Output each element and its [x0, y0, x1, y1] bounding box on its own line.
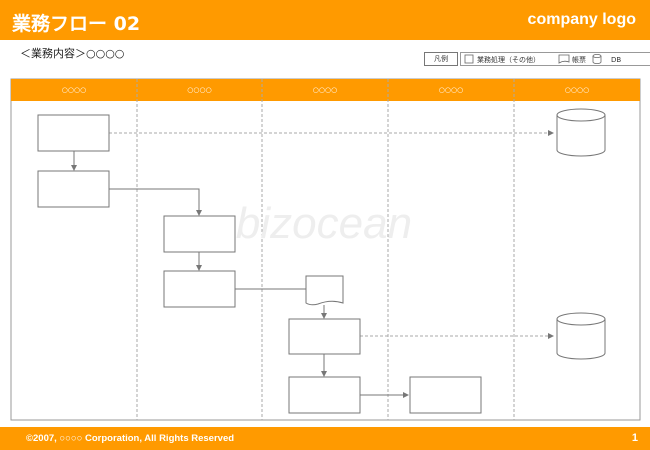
lane-header-3: ○○○○ — [312, 86, 338, 94]
document-symbol-icon — [558, 54, 570, 64]
page-title: 業務フロー 02 — [12, 13, 141, 35]
process-box — [163, 270, 236, 308]
copyright-text: ©2007, ○○○○ Corporation, All Rights Rese… — [26, 433, 235, 444]
business-content-label: ＜業務内容＞○○○○ — [20, 47, 125, 60]
lane-header-band — [11, 79, 640, 101]
process-symbol-icon — [464, 54, 474, 64]
connector-arrow — [109, 188, 202, 216]
header-bar: 業務フロー 02 company logo — [0, 0, 650, 40]
process-box — [288, 376, 361, 414]
watermark: bizocean — [236, 199, 412, 248]
database-symbol-icon — [592, 56, 602, 64]
footer-bar: ©2007, ○○○○ Corporation, All Rights Rese… — [0, 427, 650, 450]
legend-document-label: 帳票 — [572, 56, 586, 64]
lane-header-1: ○○○○ — [61, 86, 87, 94]
process-box — [409, 376, 482, 414]
page-number: 1 — [631, 432, 638, 444]
database-cylinder — [556, 312, 606, 360]
legend-box: 業務処理（その他） 帳票 DB — [460, 52, 650, 66]
process-box — [37, 114, 110, 152]
lane-header-5: ○○○○ — [564, 86, 590, 94]
legend-process-label: 業務処理（その他） — [477, 56, 540, 64]
company-logo: company logo — [527, 11, 636, 28]
flow-frame — [10, 78, 641, 421]
legend-db-label: DB — [611, 56, 622, 64]
document-shape — [305, 275, 344, 306]
lane-header-2: ○○○○ — [187, 86, 212, 94]
lane-header-4: ○○○○ — [438, 86, 464, 94]
legend-shapes — [464, 53, 602, 64]
legend-heading: 凡例 — [424, 52, 458, 66]
process-box — [37, 170, 110, 208]
database-cylinder — [556, 108, 606, 157]
process-box — [288, 318, 361, 355]
process-box — [163, 215, 236, 253]
